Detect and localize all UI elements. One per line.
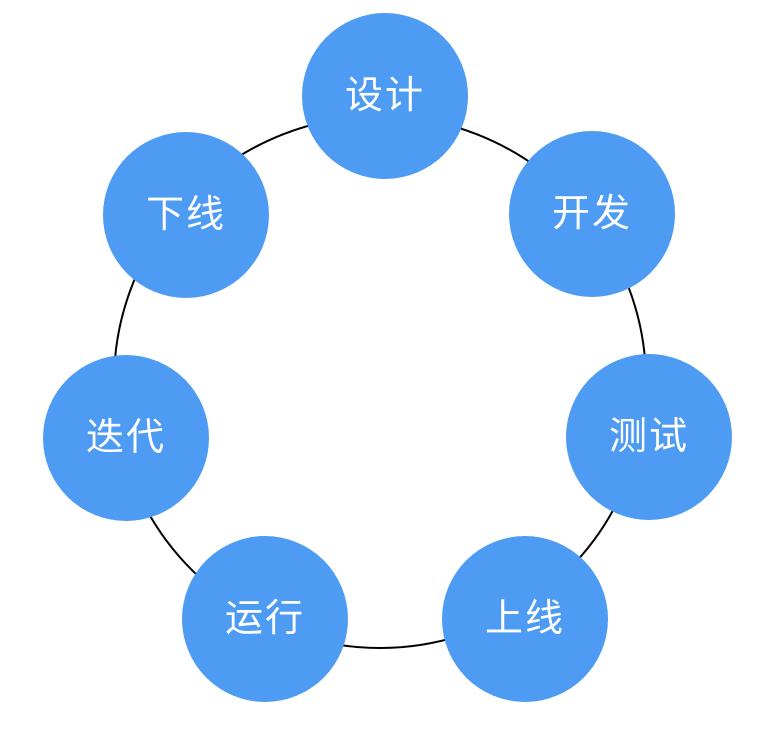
node-test: 测试	[566, 354, 732, 520]
node-develop: 开发	[509, 131, 675, 297]
node-offline: 下线	[103, 132, 269, 298]
node-offline-circle	[103, 132, 269, 298]
node-iterate-circle	[43, 355, 209, 521]
node-test-circle	[566, 354, 732, 520]
node-launch-circle	[442, 536, 608, 702]
node-design: 设计	[302, 13, 468, 179]
node-run: 运行	[182, 536, 348, 702]
node-design-label: 设计	[345, 75, 425, 117]
node-develop-circle	[509, 131, 675, 297]
node-run-label: 运行	[225, 598, 305, 640]
node-test-label: 测试	[609, 416, 689, 458]
node-iterate: 迭代	[43, 355, 209, 521]
node-launch: 上线	[442, 536, 608, 702]
node-develop-label: 开发	[552, 193, 632, 235]
node-iterate-label: 迭代	[86, 417, 166, 459]
node-design-circle	[302, 13, 468, 179]
node-launch-label: 上线	[485, 598, 565, 640]
node-run-circle	[182, 536, 348, 702]
node-offline-label: 下线	[146, 194, 226, 236]
